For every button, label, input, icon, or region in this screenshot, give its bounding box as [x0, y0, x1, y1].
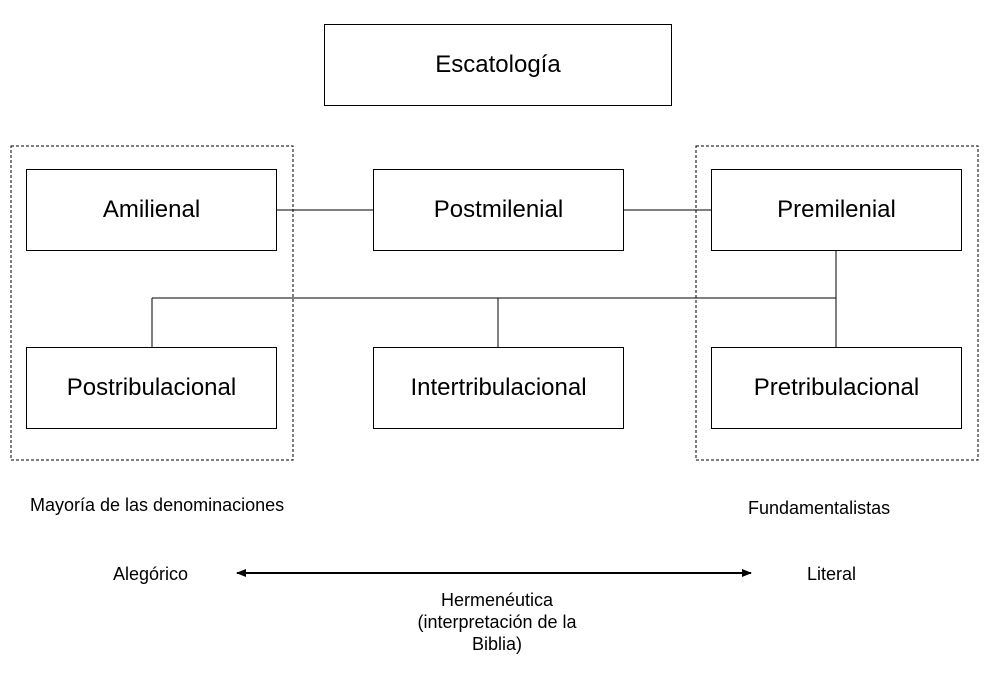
scale-caption: Hermenéutica (interpretación de la Bibli… — [386, 589, 608, 655]
group-left-dashed-frame — [10, 145, 294, 461]
scale-left-end-label: Alegórico — [113, 564, 189, 584]
node-postmilenial: Postmilenial — [373, 169, 624, 251]
scale-right-end-label: Literal — [807, 564, 857, 584]
scale-caption-line-3: Biblia) — [471, 634, 523, 654]
node-intertribulacional: Intertribulacional — [373, 347, 624, 429]
node-escatologia: Escatología — [324, 24, 672, 106]
node-pretribulacional: Pretribulacional — [711, 347, 962, 429]
group-right-dashed-frame — [695, 145, 979, 461]
scale-caption-line-2: (interpretación de la — [417, 612, 577, 632]
group-left-caption: Mayoría de las denominaciones — [30, 495, 285, 515]
scale-caption-line-1: Hermenéutica — [440, 590, 554, 610]
group-right-caption: Fundamentalistas — [748, 498, 891, 518]
node-premilenial: Premilenial — [711, 169, 962, 251]
node-amilienal: Amilienal — [26, 169, 277, 251]
node-postribulacional: Postribulacional — [26, 347, 277, 429]
